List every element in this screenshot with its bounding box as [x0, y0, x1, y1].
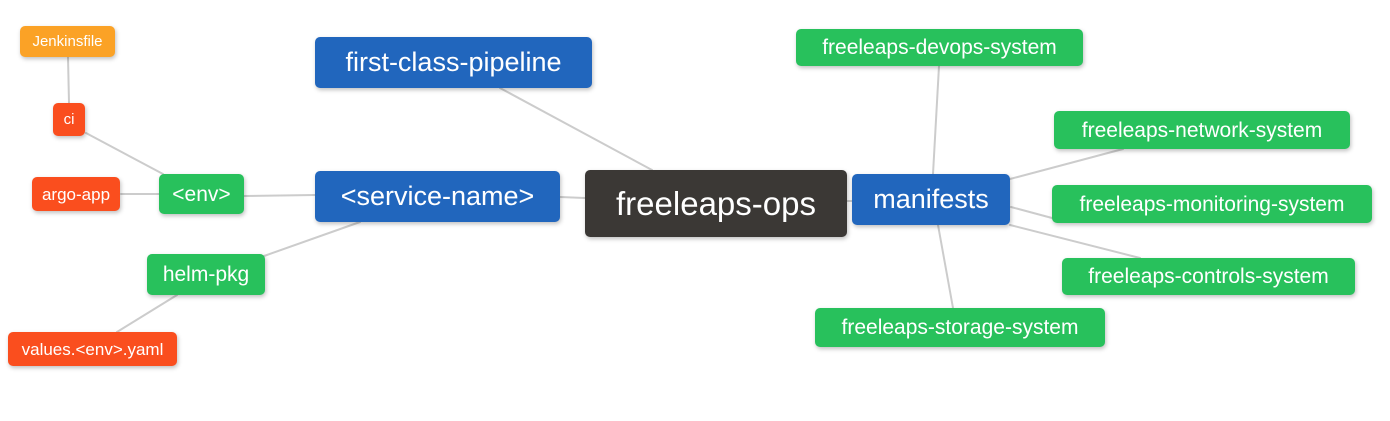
edge-manifests-devops-system [932, 65, 940, 175]
edge-manifests-monitoring-system [1010, 206, 1053, 219]
edge-manifests-controls-system [1009, 224, 1141, 259]
node-first-class-pipeline[interactable]: first-class-pipeline [315, 37, 592, 88]
node-helm-pkg[interactable]: helm-pkg [147, 254, 265, 295]
node-manifests[interactable]: manifests [852, 174, 1010, 225]
node-values-env-yaml[interactable]: values.<env>.yaml [8, 332, 177, 366]
node-service-name[interactable]: <service-name> [315, 171, 560, 222]
node-argo-app[interactable]: argo-app [32, 177, 120, 211]
edge-service-name-ops [559, 196, 586, 199]
edge-helm-pkg-values-env-yaml [116, 294, 178, 333]
node-freeleaps-controls-system[interactable]: freeleaps-controls-system [1062, 258, 1355, 295]
edge-env-service-name [243, 194, 316, 197]
node-freeleaps-network-system[interactable]: freeleaps-network-system [1054, 111, 1350, 149]
node-freeleaps-storage-system[interactable]: freeleaps-storage-system [815, 308, 1105, 347]
edge-ci-env [85, 132, 164, 175]
edge-first-class-pipeline-ops [499, 87, 653, 171]
edge-service-name-helm-pkg [263, 221, 361, 257]
node-jenkinsfile[interactable]: Jenkinsfile [20, 26, 115, 57]
edge-manifests-network-system [1009, 148, 1124, 180]
node-ci[interactable]: ci [53, 103, 85, 136]
node-freeleaps-devops-system[interactable]: freeleaps-devops-system [796, 29, 1083, 66]
edge-manifests-storage-system [937, 224, 954, 309]
edge-jenkinsfile-ci [67, 56, 70, 104]
node-freeleaps-ops[interactable]: freeleaps-ops [585, 170, 847, 237]
node-env[interactable]: <env> [159, 174, 244, 214]
node-freeleaps-monitoring-system[interactable]: freeleaps-monitoring-system [1052, 185, 1372, 223]
